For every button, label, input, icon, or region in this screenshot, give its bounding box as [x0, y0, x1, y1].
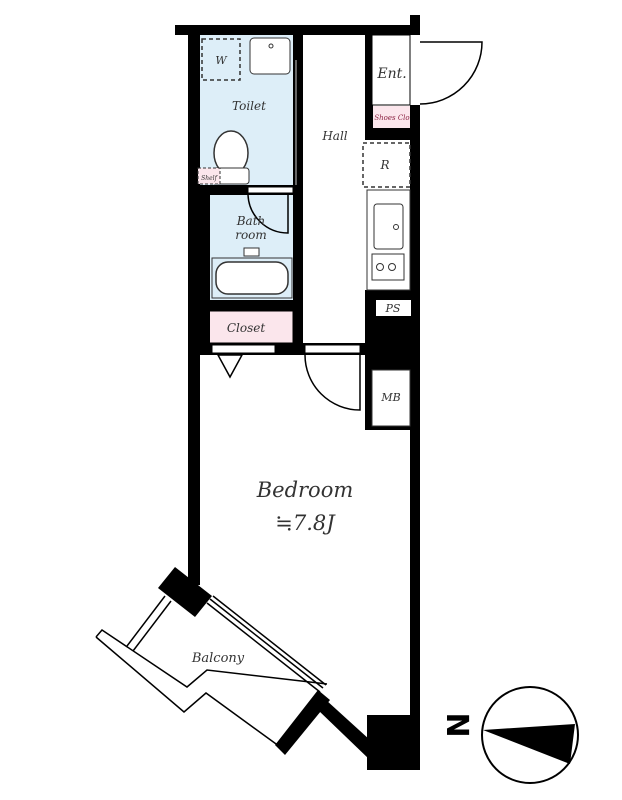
- washer-space: [201, 38, 241, 81]
- bathroom-label-1: Bath: [236, 214, 266, 228]
- balcony: [95, 595, 328, 750]
- shelf-label: Shelf: [201, 175, 218, 182]
- pipe-space-label: PS: [385, 302, 401, 315]
- hall-label: Hall: [321, 129, 347, 143]
- bathroom-door-swing: [247, 194, 289, 234]
- closet-label: Closet: [227, 321, 266, 335]
- refrigerator-space: [362, 142, 411, 188]
- north-arrow-icon: N: [439, 686, 579, 784]
- compass-north-label: N: [439, 712, 474, 737]
- toilet-label: Toilet: [232, 99, 266, 113]
- kitchen-sink: [373, 203, 404, 250]
- refrigerator-label: R: [379, 158, 389, 172]
- wash-basin: [249, 37, 291, 75]
- shoes-closet: [373, 106, 410, 128]
- closet-door-mark: [216, 354, 244, 379]
- meter-box-label: MB: [380, 391, 400, 404]
- entrance-door-swing: [419, 41, 483, 105]
- hall-door-swing: [304, 354, 361, 411]
- washer-label: W: [215, 54, 228, 67]
- bedroom-label: Bedroom: [256, 478, 354, 502]
- entrance-label: Ent.: [376, 66, 406, 82]
- walls: [158, 15, 420, 770]
- bedroom-size: ≒7.8J: [275, 511, 336, 535]
- shoes-closet-label: Shoes Clo: [374, 114, 409, 122]
- balcony-label: Balcony: [191, 651, 245, 666]
- bathroom-label-2: room: [235, 228, 267, 242]
